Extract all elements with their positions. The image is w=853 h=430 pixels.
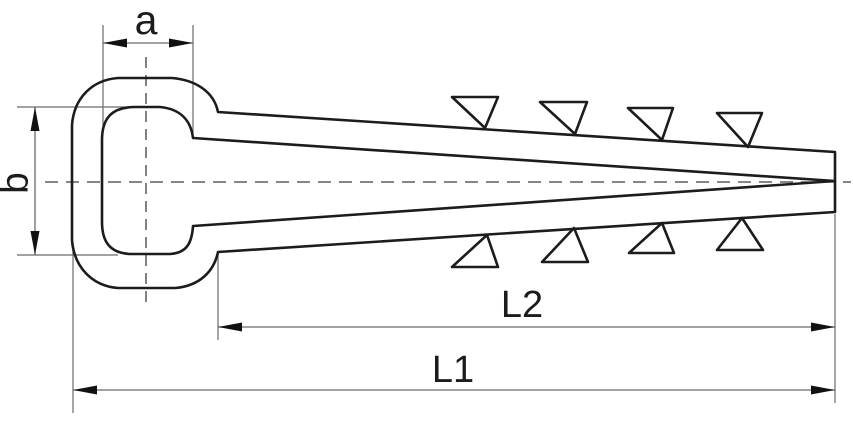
dim-a-left-arrow-icon [103,38,127,48]
dim-l1-right-arrow-icon [811,385,835,395]
dim-label-l1: L1 [432,349,474,391]
top-barb-2 [538,100,589,136]
dim-b-up-arrow-icon [30,107,40,131]
dim-label-a: a [135,0,158,43]
dowel-inner-contour [100,105,837,256]
bottom-barbs [450,216,765,269]
dim-label-b: b [0,172,37,194]
top-barbs [450,95,764,149]
dimension-lines [30,38,835,395]
top-barb-3 [626,106,675,142]
bottom-barb-2 [540,226,590,264]
dim-b-down-arrow-icon [30,231,40,255]
dowel-outer-contour [70,76,837,290]
top-barb-1 [450,95,500,130]
centerlines [45,57,851,309]
bottom-barb-4 [715,216,765,252]
top-barb-4 [715,111,764,149]
part-outline [70,76,837,290]
dim-label-l2: L2 [501,284,543,326]
bottom-barb-1 [450,233,500,269]
dim-a-right-arrow-icon [169,38,193,48]
bottom-barb-3 [627,221,676,255]
dim-l2-right-arrow-icon [811,322,835,332]
dim-l1-left-arrow-icon [73,385,97,395]
dim-l2-left-arrow-icon [218,322,242,332]
dimension-labels: a b L2 L1 [0,0,543,391]
